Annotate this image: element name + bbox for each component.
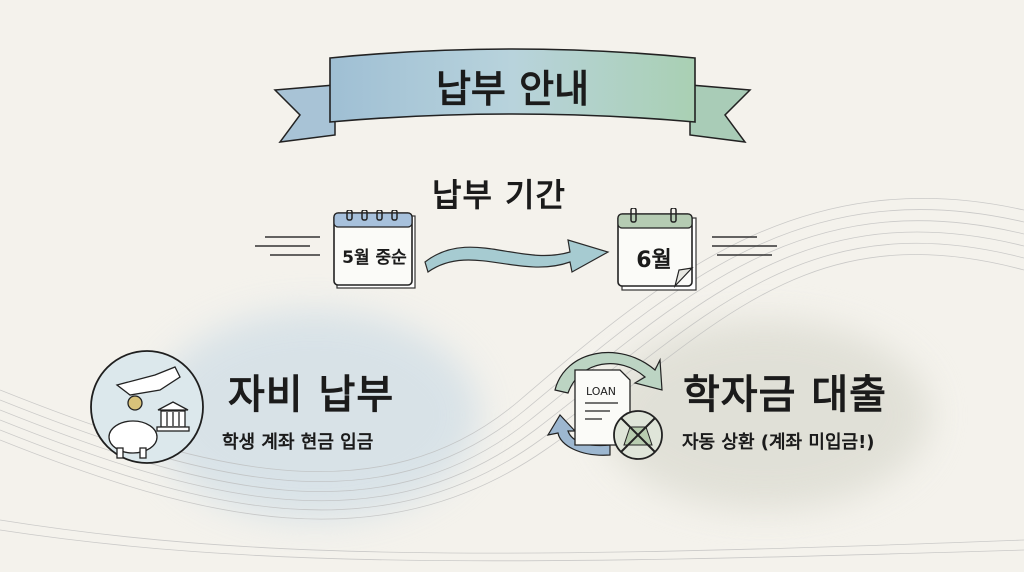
speed-lines-left	[255, 236, 320, 256]
student-loan-title: 학자금 대출	[683, 372, 887, 418]
calendar-icon	[333, 209, 416, 289]
piggy-bank-icon	[108, 420, 158, 459]
ribbon-icon	[273, 48, 752, 143]
self-payment-illustration	[85, 345, 210, 470]
no-money-bag-icon	[613, 410, 663, 460]
banner-title: 납부 안내	[435, 67, 590, 111]
blue-wash-left	[150, 310, 480, 520]
hand-coin-icon	[115, 366, 181, 411]
self-payment-description: 학생 계좌 현금 입금	[222, 432, 374, 453]
self-payment-title: 자비 납부	[228, 372, 395, 418]
student-loan-description: 자동 상환 (계좌 미입금!)	[682, 432, 875, 453]
period-arrow-icon	[424, 239, 610, 273]
title-banner: 납부 안내	[270, 40, 755, 155]
start-calendar: 5월 중순	[333, 209, 418, 290]
period-label: 납부 기간	[432, 176, 566, 214]
end-date: 6월	[636, 248, 672, 273]
calendar-icon	[617, 207, 697, 291]
bank-icon	[156, 401, 190, 432]
start-date: 5월 중순	[342, 248, 407, 268]
end-calendar: 6월	[617, 207, 699, 293]
student-loan-illustration: LOAN	[540, 335, 675, 465]
loan-label: LOAN	[586, 385, 616, 398]
speed-lines-right	[712, 236, 777, 256]
